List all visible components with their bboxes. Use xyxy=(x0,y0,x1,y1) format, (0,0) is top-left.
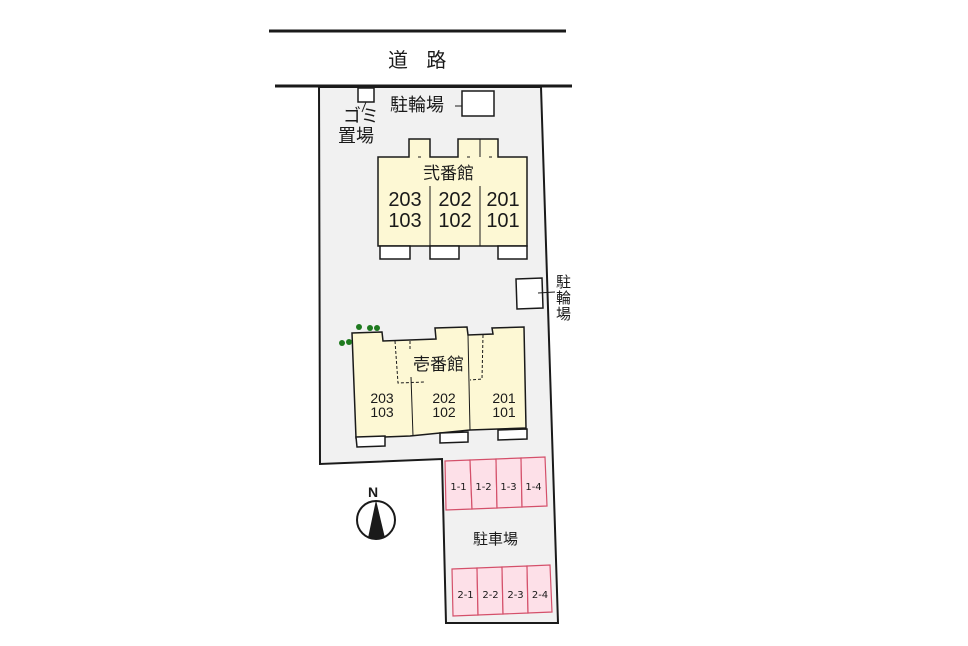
parking-space-2-3: 2-3 xyxy=(507,590,524,601)
parking-space-1-2: 1-2 xyxy=(475,482,492,493)
parking-space-1-3: 1-3 xyxy=(500,482,517,493)
unit-upper: 203 xyxy=(370,390,394,406)
parking-row-1-shapes xyxy=(444,456,548,511)
parking-row-2-shapes xyxy=(451,564,553,617)
building-2-name: 弐番館 xyxy=(423,164,474,184)
parking-space-1-4: 1-4 xyxy=(525,482,542,493)
bicycle-parking-top-box xyxy=(461,90,495,117)
parking-lot-label: 駐車場 xyxy=(473,530,519,548)
compass-north-label: N xyxy=(368,484,379,500)
garbage-label-line2: 置場 xyxy=(338,126,374,147)
building-2-shape xyxy=(377,138,528,260)
building-1-name: 壱番館 xyxy=(413,355,464,375)
unit-upper: 202 xyxy=(432,390,456,406)
unit-lower: 101 xyxy=(486,210,520,232)
garbage-area-box xyxy=(357,87,375,103)
unit-upper: 201 xyxy=(492,390,516,406)
parking-space-2-2: 2-2 xyxy=(482,590,499,601)
unit-lower: 102 xyxy=(432,404,456,420)
bicycle-parking-side-label: 駐輪場 xyxy=(554,274,572,322)
unit-lower: 103 xyxy=(388,210,422,232)
building-2-unit-202-102: 202 102 xyxy=(432,190,478,232)
building-1-shape xyxy=(351,326,528,448)
building-2-unit-201-101: 201 101 xyxy=(481,190,525,232)
unit-upper: 201 xyxy=(486,189,520,211)
bicycle-parking-top-label: 駐輪場 xyxy=(390,95,444,116)
bicycle-parking-side-box xyxy=(515,277,544,310)
trees xyxy=(339,324,380,346)
unit-lower: 102 xyxy=(438,210,472,232)
parking-space-2-4: 2-4 xyxy=(531,590,549,601)
building-2-unit-203-103: 203 103 xyxy=(382,190,428,232)
building-1-unit-201-101: 201 101 xyxy=(486,391,522,419)
unit-upper: 202 xyxy=(438,189,472,211)
building-1-unit-202-102: 202 102 xyxy=(426,391,462,419)
road-label: 道 路 xyxy=(388,48,453,72)
garbage-label-line1: ゴミ xyxy=(343,106,379,127)
compass-icon xyxy=(356,500,396,540)
unit-lower: 103 xyxy=(370,404,394,420)
unit-lower: 101 xyxy=(492,404,516,420)
parking-space-1-1: 1-1 xyxy=(450,482,467,493)
parking-space-2-1: 2-1 xyxy=(457,590,474,601)
building-1-unit-203-103: 203 103 xyxy=(364,391,400,419)
unit-upper: 203 xyxy=(388,189,422,211)
